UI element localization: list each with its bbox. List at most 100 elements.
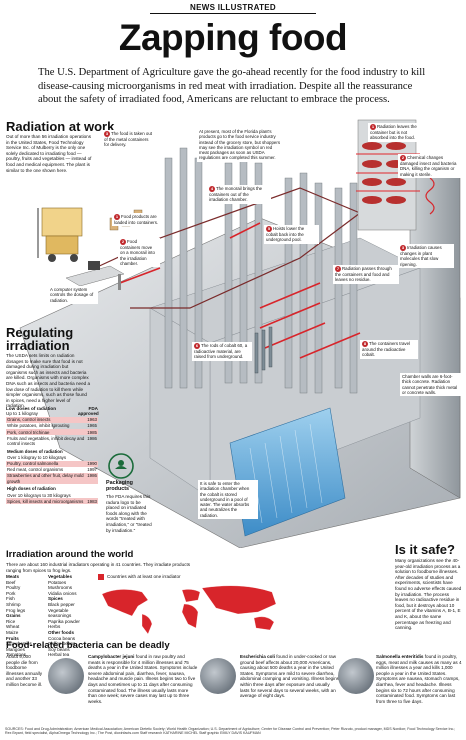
legend-swatch [98, 574, 104, 580]
bacteria-item-2: Escherichia coli found in under-cooked o… [240, 654, 340, 699]
food-category: Other foods [48, 629, 75, 635]
food-item: Rice [6, 618, 16, 624]
bacteria-intro: About 9,000 people die from foodborne il… [6, 654, 43, 687]
safe-to-enter-note: It is safe to enter the irradiation cham… [198, 480, 258, 520]
food-item: Herbal tea [48, 652, 70, 658]
dose-row-label: Poultry, control salmonella [6, 460, 87, 467]
food-item: Beef [6, 579, 16, 585]
dose-table: Low doses of radiation Up to 1 kilogray … [6, 406, 99, 505]
food-item: Pork [6, 590, 16, 596]
dose-row-year [86, 484, 98, 492]
bacteria-item-1: Campylobacter jejuni found in raw poultr… [88, 654, 198, 704]
footer-credit: Staff research KATHARINE MICHEL Staff gr… [139, 731, 261, 736]
dose-row: White potatoes, inhibit sprouting 1965 [6, 423, 98, 429]
world-heading: Irradiation around the world [6, 549, 134, 560]
salmonella-image [338, 658, 374, 694]
world-map: Countries with at least one irradiator [98, 574, 308, 636]
dose-row-label: Medium doses of radiation [7, 448, 63, 454]
dose-row-year [86, 447, 98, 455]
food-item: Herbs [48, 624, 61, 630]
world-legend: Countries with at least one irradiator [107, 574, 181, 580]
dose-row: Fruits and vegetables, inhibit decay and… [6, 435, 98, 446]
food-item: Frog legs [6, 607, 26, 613]
packaging-heading: Packaging products [106, 480, 133, 493]
footer: SOURCES: Food and Drug Administration; A… [5, 727, 461, 735]
footer-sources: SOURCES: Food and Drug Administration; A… [5, 727, 456, 736]
food-category: Vegetables [48, 574, 73, 579]
bacteria-item-3: Salmonella enteritidis found in poultry,… [376, 654, 462, 704]
food-item: Vidalia onions [48, 590, 77, 596]
dose-row-label: Strawberries and other fruit, delay mold… [6, 472, 87, 485]
world-body: There are about 160 industrial irradiato… [6, 562, 191, 573]
dose-row-label: Pork, control trichinae [6, 429, 87, 436]
dose-row: Red meat, control organisms 1997 [6, 467, 98, 473]
dose-group-row: Over 10 kilograys to 30 kilograys [6, 492, 98, 498]
food-item: Poultry [6, 585, 21, 591]
dose-row-label: Over 1 kilogray to 10 kilograys [7, 454, 67, 460]
food-item: Tomatoes [6, 652, 26, 658]
is-it-safe-body: Many organizations see the 40-year-old i… [395, 558, 462, 631]
campylobacter-image [48, 658, 84, 694]
dose-row-year: 1963 [86, 416, 98, 423]
kicker: NEWS ILLUSTRATED [190, 3, 276, 12]
dose-row-label: Spices, kill insects and microorganisms [6, 498, 87, 505]
food-category: Grains [6, 613, 21, 619]
chamber-walls-note: Chamber walls are 6-foot-thick concrete.… [400, 373, 462, 397]
food-item: Mangoes [6, 646, 25, 652]
food-category: Meats [6, 574, 20, 579]
food-item: Soy beans [48, 646, 70, 652]
food-item: Wheat [6, 624, 20, 630]
packaging-body: The FDA requires this radura logo to be … [106, 494, 152, 533]
dose-row-label: Red meat, control organisms [7, 467, 64, 473]
kicker-rule [150, 13, 316, 14]
bacteria-heading: Food-related bacteria can be deadly [6, 640, 170, 651]
dose-row-year: 1983 [86, 498, 98, 505]
dose-row-label: Fruits and vegetables, inhibit decay and… [7, 435, 85, 446]
dose-row-year: 1986 [86, 472, 98, 485]
dose-row-label: High doses of radiation [7, 486, 56, 492]
food-item: Strawberries [6, 641, 32, 647]
dose-row-year: 1997 [87, 467, 97, 473]
regulating-body: The USDA sets limits on radiation dosage… [6, 353, 91, 409]
regulating-heading: Regulating irradiation [6, 325, 74, 353]
irradiation-plant-illustration [19, 119, 461, 548]
dose-group-row: Over 1 kilogray to 10 kilograys [6, 454, 98, 460]
dose-row-year: 1990 [86, 460, 98, 467]
food-item: Fish [6, 596, 15, 602]
food-item: Potatoes [48, 579, 67, 585]
dose-row-year: 1986 [87, 435, 97, 441]
dose-row-year: 1965 [87, 423, 97, 429]
page-title: Zapping food [118, 17, 348, 58]
dose-col-a: Low doses of radiation [6, 406, 57, 411]
food-category: Fruits [6, 635, 19, 641]
food-item: Black pepper [48, 601, 75, 607]
food-item: Cocoa beans [48, 635, 76, 641]
ecoli-image [200, 658, 236, 694]
dose-row-label: White potatoes, inhibit sprouting [7, 423, 70, 429]
dose-row-year: 1985 [86, 429, 98, 436]
food-item: Mushrooms [48, 585, 72, 591]
presently-note: At present, most of the Florida plant's … [197, 128, 283, 162]
computer-note: A computer system controls the dosage of… [48, 286, 98, 304]
intro-paragraph: The U.S. Department of Agriculture gave … [38, 67, 426, 106]
world-map-graphic [101, 585, 277, 635]
dose-col-b: FDA approved [78, 406, 99, 416]
food-item: Maize [6, 629, 19, 635]
radura-logo-icon [108, 453, 134, 479]
